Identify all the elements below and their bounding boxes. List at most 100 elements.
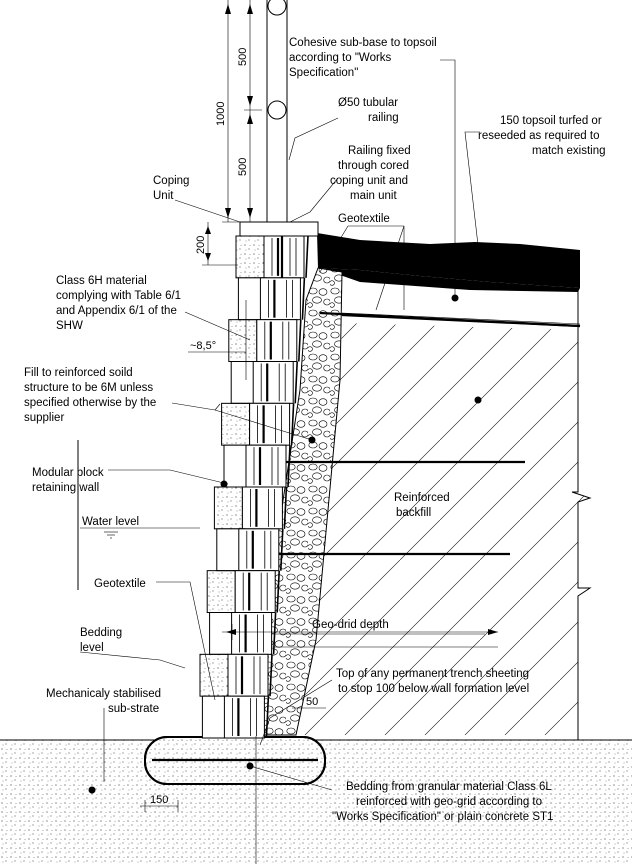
dim-150: 150 [150, 794, 168, 806]
svg-text:specified otherwise by the: specified otherwise by the [24, 397, 156, 409]
svg-text:through cored: through cored [338, 160, 409, 172]
label-trench-1: Top of any permanent trench sheeting [336, 668, 529, 680]
label-bedding-granular-2: reinforced with geo-grid according to [356, 796, 542, 808]
wall-block-face [206, 570, 236, 614]
label-bedding-granular-3: "Works Specification" or plain concrete … [332, 811, 553, 823]
label-fill-4: supplier [24, 412, 64, 424]
label-cohesive-2: according to "Works [289, 52, 392, 64]
svg-text:Top of any permanent trench sh: Top of any permanent trench sheeting [336, 668, 529, 680]
label-bedding-level-2: level [80, 642, 104, 654]
label-coping-2: Unit [153, 190, 174, 202]
geotextile-line [305, 235, 309, 278]
svg-text:reinforced with geo-grid accor: reinforced with geo-grid according to [356, 796, 542, 808]
label-mech-1: Mechanicaly stabilised [46, 688, 161, 700]
dim-50: 50 [306, 696, 318, 708]
svg-text:supplier: supplier [24, 412, 64, 424]
svg-text:backfill: backfill [396, 507, 431, 519]
break-line-right [571, 250, 592, 740]
wall-block-core [234, 570, 276, 614]
wall-block-core [223, 695, 265, 739]
geotextile-line [272, 612, 277, 655]
wall-block-face [213, 486, 243, 530]
label-railing-fixed-4: main unit [350, 190, 397, 202]
svg-text:Specification": Specification" [289, 67, 358, 79]
label-tubular-1: Ø50 tubular [338, 97, 398, 109]
modular-block-wall [199, 235, 309, 739]
label-water-level: Water level [82, 516, 139, 528]
wall-block-core [238, 528, 280, 572]
svg-text:Fill to reinforced soild: Fill to reinforced soild [24, 367, 133, 379]
wall-block-core [245, 444, 287, 488]
geotextile-line [265, 696, 270, 739]
dim-200: 200 [195, 236, 207, 254]
label-topsoil-3: match existing [532, 145, 606, 157]
svg-text:structure to be 6M unless: structure to be 6M unless [24, 382, 153, 394]
svg-text:Class 6H material: Class 6H material [56, 275, 147, 287]
reinforced-backfill-hatch [297, 323, 590, 735]
dim-500-top: 500 [237, 48, 249, 66]
label-railing-fixed-1: Railing fixed [348, 145, 411, 157]
leader-lines [79, 59, 482, 864]
wall-block-core [259, 277, 301, 321]
svg-text:Cohesive sub-base to topsoil: Cohesive sub-base to topsoil [289, 37, 437, 49]
wall-block-core [227, 653, 269, 697]
svg-text:railing: railing [368, 112, 399, 124]
geotextile-line [290, 403, 295, 446]
wall-block-core [231, 612, 273, 655]
label-geotextile-low: Geotextile [94, 578, 146, 590]
wall-block-face [228, 319, 258, 362]
label-geogrid-depth: Geo-drid depth [312, 619, 389, 631]
svg-text:SHW: SHW [56, 320, 83, 332]
label-fill-2: structure to be 6M unless [24, 382, 153, 394]
geotextile-line [294, 361, 298, 404]
label-fill-1: Fill to reinforced soild [24, 367, 133, 379]
svg-text:150 topsoil turfed or: 150 topsoil turfed or [500, 115, 602, 127]
bedding-foundation [144, 736, 326, 785]
svg-text:to stop 100 below wall formati: to stop 100 below wall formation level [338, 683, 529, 695]
topsoil-layer [317, 233, 580, 292]
wall-block-face [199, 653, 229, 697]
label-class6h-3: and Appendix 6/1 of the [56, 305, 177, 317]
label-reinforced-1: Reinforced [394, 492, 450, 504]
label-coping-1: Coping [153, 175, 189, 187]
svg-text:Reinforced: Reinforced [394, 492, 450, 504]
geotextile-line [269, 654, 273, 697]
geotextile-line [276, 570, 280, 613]
svg-text:according to "Works: according to "Works [289, 52, 392, 64]
svg-text:complying with Table 6/1: complying with Table 6/1 [56, 290, 181, 302]
geogrid-layers [250, 311, 581, 648]
coping-unit [239, 221, 319, 237]
label-class6h-1: Class 6H material [56, 275, 147, 287]
svg-text:level: level [80, 642, 104, 654]
label-modular-2: retaining wall [32, 482, 99, 494]
label-class6h-2: complying with Table 6/1 [56, 290, 181, 302]
wall-block-face [221, 402, 251, 446]
svg-text:retaining wall: retaining wall [32, 482, 99, 494]
wall-block-face [235, 235, 265, 279]
label-railing-fixed-2: through cored [338, 160, 409, 172]
svg-text:Bedding: Bedding [80, 627, 122, 639]
wall-block-core [263, 235, 305, 279]
dim-500-bottom: 500 [237, 158, 249, 176]
label-reinforced-2: backfill [396, 507, 431, 519]
label-geotextile-top: Geotextile [338, 213, 390, 225]
label-cohesive-3: Specification" [289, 67, 358, 79]
label-railing-fixed-3: coping unit and [330, 175, 408, 187]
dim-angle: ~8,5° [190, 340, 216, 352]
wall-block-core [241, 486, 283, 530]
label-topsoil-2: reseeded as required to [478, 130, 599, 142]
svg-text:Bedding from granular material: Bedding from granular material Class 6L [346, 781, 552, 793]
svg-text:Modular block: Modular block [32, 467, 104, 479]
svg-text:match existing: match existing [532, 145, 606, 157]
svg-text:"Works Specification" or plain: "Works Specification" or plain concrete … [332, 811, 553, 823]
label-mech-2: sub-strate [108, 703, 159, 715]
label-bedding-granular-1: Bedding from granular material Class 6L [346, 781, 552, 793]
svg-text:Coping: Coping [153, 175, 189, 187]
dimension-labels: 500 1000 500 200 ~8,5° 50 150 [150, 48, 318, 806]
svg-text:main unit: main unit [350, 190, 397, 202]
label-fill-3: specified otherwise by the [24, 397, 156, 409]
geotextile-line [301, 277, 306, 320]
svg-text:Ø50 tubular: Ø50 tubular [338, 97, 398, 109]
svg-text:coping unit and: coping unit and [330, 175, 408, 187]
